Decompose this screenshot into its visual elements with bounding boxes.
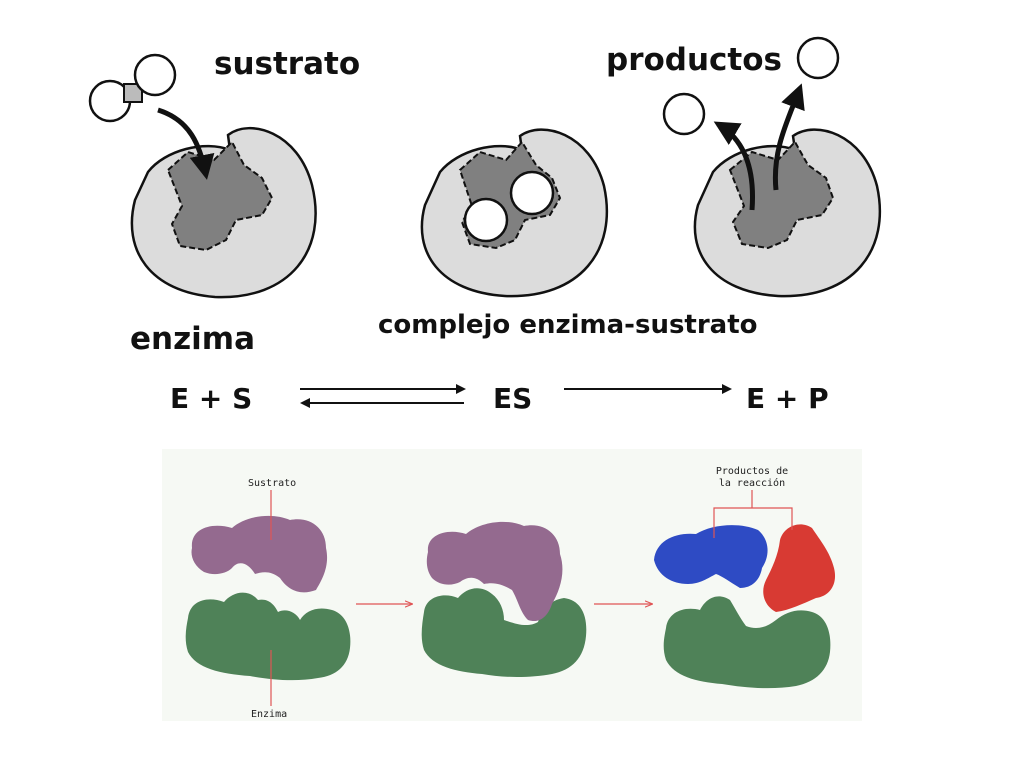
- stage-1: [185, 490, 351, 706]
- bound-substrate-left: [463, 197, 509, 243]
- label-enzyme: enzima: [130, 321, 255, 357]
- release-arrow-right: [772, 83, 805, 191]
- bound-substrate-right: [509, 170, 555, 216]
- enzyme-3: [693, 128, 882, 298]
- stage-2: [421, 521, 587, 677]
- active-site-3: [728, 140, 835, 250]
- product-circle-right: [796, 36, 840, 80]
- product-circle-left: [662, 92, 706, 136]
- enzyme-green-3: [663, 596, 831, 689]
- label-bottom-products: Productos de la reacción: [712, 466, 792, 490]
- release-arrow-left: [713, 121, 755, 211]
- substrate-purple-1: [191, 515, 328, 593]
- product-red: [763, 524, 836, 612]
- substrate-purple-2: [426, 521, 563, 622]
- product-blue: [654, 525, 768, 588]
- enzyme-green-2: [421, 588, 587, 677]
- label-enzyme-substrate-complex: complejo enzima-sustrato: [378, 310, 758, 340]
- label-substrate: sustrato: [214, 46, 361, 82]
- label-bottom-enzyme: Enzima: [251, 709, 288, 720]
- label-bottom-products-line2: la reacción: [718, 478, 786, 489]
- equation-complex: ES: [493, 382, 533, 415]
- label-bottom-substrate: Sustrato: [248, 478, 297, 489]
- binding-arrow: [157, 107, 215, 180]
- label-products: productos: [606, 42, 782, 78]
- stage-3: [654, 490, 836, 689]
- products-bracket: [713, 507, 793, 538]
- enzyme-green-1: [185, 592, 351, 681]
- label-bottom-products-line1: Productos de: [715, 466, 789, 477]
- equation-enzyme-plus-substrate: E + S: [170, 382, 253, 415]
- enzyme-2: [420, 128, 609, 298]
- substrate-molecule: [88, 53, 177, 123]
- equation-enzyme-plus-products: E + P: [746, 382, 829, 415]
